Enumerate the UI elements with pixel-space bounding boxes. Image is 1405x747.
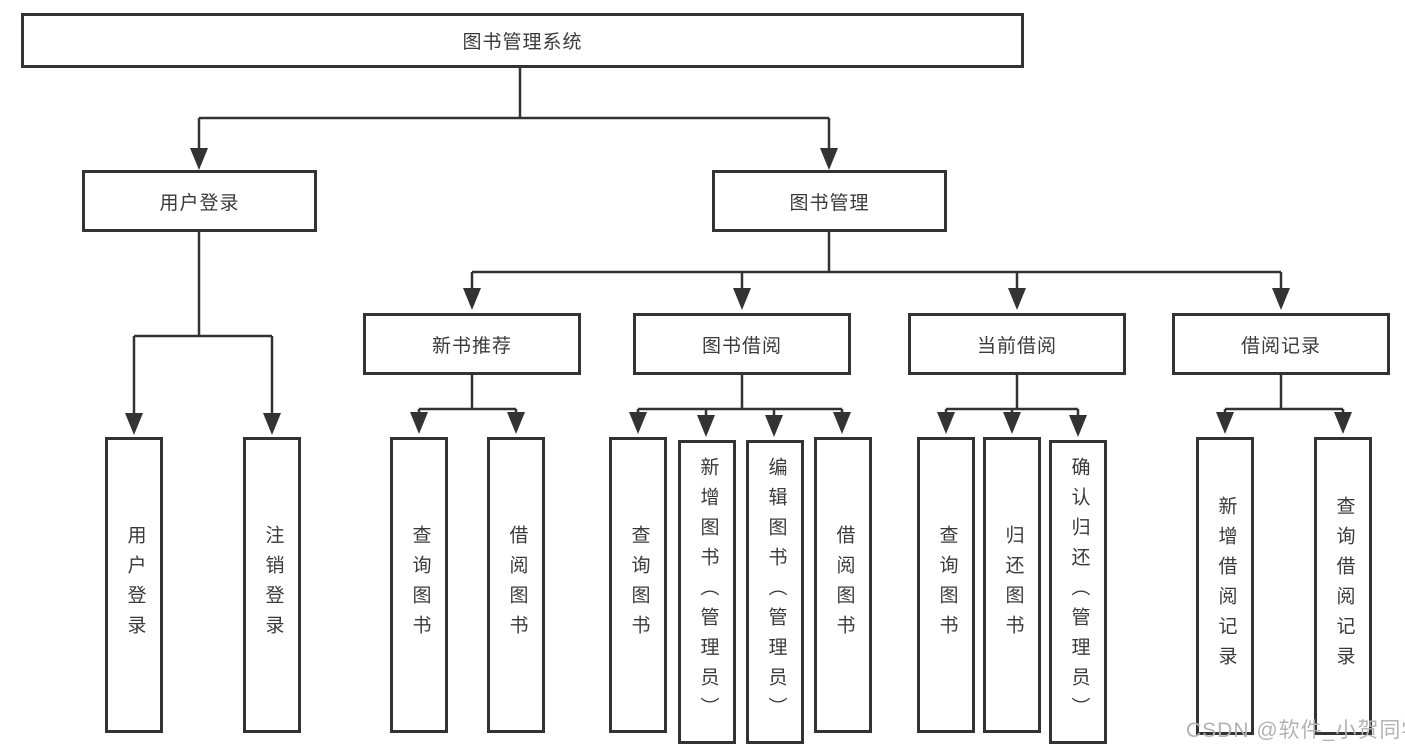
arrow-down-icon — [697, 415, 715, 437]
node-label: 归还图书 — [1002, 525, 1024, 645]
node-label: 查询借阅记录 — [1333, 496, 1355, 676]
csdn-watermark: CSDN @软件_小贺同学 — [1186, 719, 1405, 742]
node-label: 新增图书（管理员） — [697, 457, 719, 727]
node-query-books-leaf: 查询图书 — [609, 437, 667, 733]
node-label: 新书推荐 — [431, 335, 512, 357]
arrow-down-icon — [1216, 412, 1234, 434]
node-query-books-leaf: 查询图书 — [390, 437, 448, 733]
node-borrow-books-leaf: 借阅图书 — [814, 437, 872, 733]
node-label: 图书管理系统 — [462, 32, 583, 53]
arrow-down-icon — [125, 413, 143, 435]
arrow-down-icon — [1069, 415, 1087, 437]
node-label: 用户登录 — [159, 192, 240, 214]
node-edit-books-admin-leaf: 编辑图书（管理员） — [746, 440, 804, 744]
arrow-down-icon — [263, 413, 281, 435]
node-current-borrowing: 当前借阅 — [908, 313, 1126, 375]
node-borrow-books-leaf: 借阅图书 — [487, 437, 545, 733]
node-add-books-admin-leaf: 新增图书（管理员） — [678, 440, 736, 744]
arrow-down-icon — [1003, 412, 1021, 434]
arrow-down-icon — [937, 412, 955, 434]
arrowhead-icons — [125, 148, 1352, 437]
node-label: 查询图书 — [409, 525, 431, 645]
tree-edges — [132, 68, 1345, 417]
node-label: 图书借阅 — [701, 335, 782, 357]
node-root-system: 图书管理系统 — [21, 13, 1024, 68]
node-query-books-leaf: 查询图书 — [917, 437, 975, 733]
node-return-books-leaf: 归还图书 — [983, 437, 1041, 733]
arrow-down-icon — [765, 415, 783, 437]
node-borrow-records: 借阅记录 — [1172, 313, 1390, 375]
arrow-down-icon — [833, 412, 851, 434]
node-label: 当前借阅 — [976, 335, 1057, 357]
node-book-management-module: 图书管理 — [712, 170, 947, 232]
node-confirm-return-admin-leaf: 确认归还（管理员） — [1049, 440, 1107, 744]
node-label: 借阅图书 — [506, 525, 528, 645]
node-label: 用户登录 — [124, 525, 146, 645]
arrow-down-icon — [410, 412, 428, 434]
arrow-down-icon — [1272, 288, 1290, 310]
arrow-down-icon — [1008, 288, 1026, 310]
node-label: 确认归还（管理员） — [1068, 457, 1090, 727]
node-label: 借阅图书 — [833, 525, 855, 645]
arrow-down-icon — [820, 148, 838, 170]
arrow-down-icon — [733, 288, 751, 310]
node-label: 新增借阅记录 — [1215, 496, 1237, 676]
node-user-login-leaf: 用户登录 — [105, 437, 163, 733]
arrow-down-icon — [507, 412, 525, 434]
arrow-down-icon — [1334, 412, 1352, 434]
node-label: 借阅记录 — [1240, 335, 1321, 357]
node-label: 查询图书 — [936, 525, 958, 645]
node-user-login-module: 用户登录 — [82, 170, 317, 232]
arrow-down-icon — [190, 148, 208, 170]
node-label: 图书管理 — [789, 192, 870, 214]
node-label: 编辑图书（管理员） — [765, 457, 787, 727]
node-query-borrow-record-leaf: 查询借阅记录 — [1314, 437, 1372, 735]
node-logout-leaf: 注销登录 — [243, 437, 301, 733]
node-add-borrow-record-leaf: 新增借阅记录 — [1196, 437, 1254, 735]
node-label: 查询图书 — [628, 525, 650, 645]
node-new-book-recommend: 新书推荐 — [363, 313, 581, 375]
node-book-borrowing: 图书借阅 — [633, 313, 851, 375]
node-label: 注销登录 — [262, 525, 284, 645]
arrow-down-icon — [463, 288, 481, 310]
arrow-down-icon — [629, 412, 647, 434]
